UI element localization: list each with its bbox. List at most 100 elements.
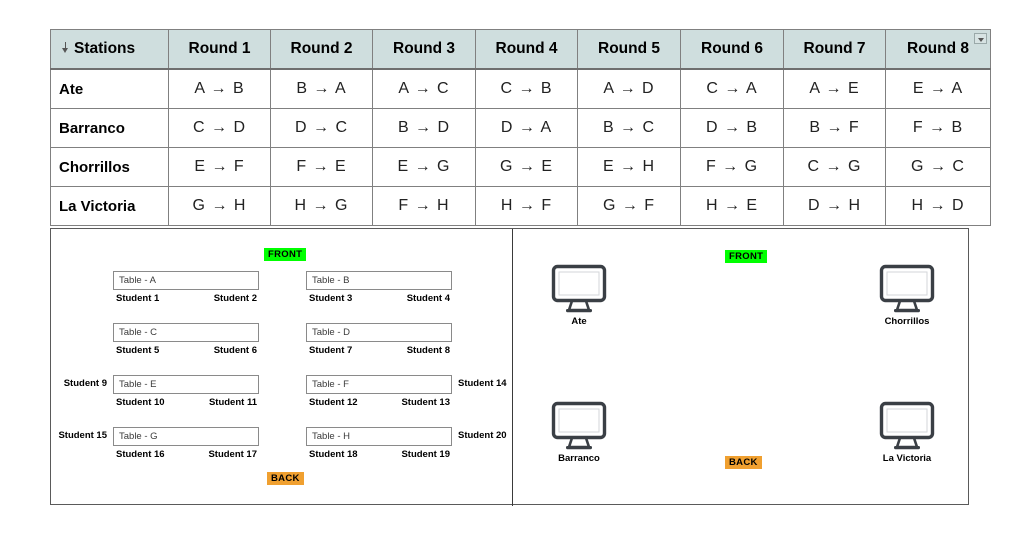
seat-label: Student 11 bbox=[208, 397, 257, 408]
move-cell: F → G bbox=[680, 147, 784, 187]
move-cell: C → D bbox=[168, 108, 271, 148]
table-unit-e: Student 9 Table - E Student 10 Student 1… bbox=[64, 375, 259, 408]
sort-down-arrow-icon[interactable] bbox=[61, 41, 70, 54]
table-label-a: Table - A bbox=[113, 271, 259, 290]
column-header-round-4[interactable]: Round 4 bbox=[475, 29, 578, 70]
table-unit-a: Table - A Student 1 Student 2 bbox=[113, 271, 259, 304]
table-label-e: Table - E bbox=[113, 375, 259, 394]
move-cell: C → A bbox=[680, 68, 784, 109]
table-unit-g: Student 15 Table - G Student 16 Student … bbox=[58, 427, 259, 460]
move-cell: B → A bbox=[270, 68, 373, 109]
rotation-table: Stations Round 1 Round 2 Round 3 Round 4… bbox=[50, 29, 991, 226]
move-cell: A → E bbox=[783, 68, 886, 109]
move-cell: A → C bbox=[372, 68, 476, 109]
move-cell: B → D bbox=[372, 108, 476, 148]
seat-label: Student 5 bbox=[116, 345, 160, 356]
move-cell: D → A bbox=[475, 108, 578, 148]
rotation-schedule-table: Stations Round 1 Round 2 Round 3 Round 4… bbox=[50, 29, 991, 226]
column-header-round-5[interactable]: Round 5 bbox=[577, 29, 681, 70]
classroom-layout: FRONT BACK Table - A Student 1 Student 2… bbox=[51, 229, 512, 506]
move-cell: F → B bbox=[885, 108, 991, 148]
seat-label: Student 8 bbox=[406, 345, 450, 356]
column-header-round-7-label: Round 7 bbox=[803, 40, 866, 57]
table-unit-c: Table - C Student 5 Student 6 bbox=[113, 323, 259, 356]
table-unit-h: Student 20 Table - H Student 18 Student … bbox=[306, 427, 507, 460]
station-name-cell: Chorrillos bbox=[50, 147, 169, 187]
seat-label: Student 18 bbox=[309, 449, 358, 460]
seat-row-b: Student 3 Student 4 bbox=[306, 293, 452, 304]
front-badge: FRONT bbox=[725, 250, 768, 263]
table-label-g: Table - G bbox=[113, 427, 259, 446]
station-name-label: La Victoria bbox=[882, 453, 932, 464]
move-cell: E → F bbox=[168, 147, 271, 187]
move-cell: H → F bbox=[475, 186, 578, 226]
move-cell: G → H bbox=[168, 186, 271, 226]
column-header-stations[interactable]: Stations bbox=[50, 29, 169, 70]
column-header-round-1[interactable]: Round 1 bbox=[168, 29, 271, 70]
move-cell: D → B bbox=[680, 108, 784, 148]
column-header-round-5-label: Round 5 bbox=[598, 40, 660, 57]
column-header-round-2[interactable]: Round 2 bbox=[270, 29, 373, 70]
seat-label: Student 10 bbox=[116, 397, 165, 408]
side-seat-label: Student 15 bbox=[58, 430, 107, 441]
station-name-cell: Barranco bbox=[50, 108, 169, 148]
stations-layout: FRONT BACK Ate bbox=[512, 229, 970, 506]
column-header-round-2-label: Round 2 bbox=[290, 40, 353, 57]
column-header-round-8[interactable]: Round 8 bbox=[885, 29, 991, 70]
station-name-label: Barranco bbox=[558, 453, 600, 464]
table-unit-d: Table - D Student 7 Student 8 bbox=[306, 323, 452, 356]
table-unit-f: Student 14 Table - F Student 12 Student … bbox=[306, 375, 507, 408]
side-seat-label: Student 9 bbox=[63, 378, 107, 389]
seat-row-f: Student 12 Student 13 bbox=[306, 397, 452, 408]
move-cell: H → E bbox=[680, 186, 784, 226]
filter-dropdown-icon[interactable] bbox=[974, 33, 987, 44]
side-seat-label: Student 20 bbox=[458, 430, 507, 441]
move-cell: H → D bbox=[885, 186, 991, 226]
station-name-cell: La Victoria bbox=[50, 186, 169, 226]
seat-row-d: Student 7 Student 8 bbox=[306, 345, 452, 356]
station-chorrillos[interactable]: Chorrillos bbox=[852, 264, 962, 327]
move-cell: H → G bbox=[270, 186, 373, 226]
seat-label: Student 16 bbox=[116, 449, 165, 460]
table-label-f: Table - F bbox=[306, 375, 452, 394]
station-name-label: Chorrillos bbox=[884, 316, 930, 327]
move-cell: A → B bbox=[168, 68, 271, 109]
column-header-round-1-label: Round 1 bbox=[188, 40, 251, 57]
seat-label: Student 13 bbox=[401, 397, 450, 408]
table-label-c: Table - C bbox=[113, 323, 259, 342]
column-header-round-7[interactable]: Round 7 bbox=[783, 29, 886, 70]
seat-label: Student 2 bbox=[213, 293, 257, 304]
seat-label: Student 3 bbox=[309, 293, 353, 304]
front-badge: FRONT bbox=[264, 248, 307, 261]
seat-row-c: Student 5 Student 6 bbox=[113, 345, 259, 356]
seat-label: Student 6 bbox=[213, 345, 257, 356]
seat-label: Student 4 bbox=[406, 293, 450, 304]
move-cell: C → B bbox=[475, 68, 578, 109]
monitor-icon bbox=[879, 264, 935, 314]
seat-row-h: Student 18 Student 19 bbox=[306, 449, 452, 460]
move-cell: A → D bbox=[577, 68, 681, 109]
column-header-round-6[interactable]: Round 6 bbox=[680, 29, 784, 70]
station-barranco[interactable]: Barranco bbox=[524, 401, 634, 464]
seat-label: Student 7 bbox=[309, 345, 353, 356]
column-header-round-3-label: Round 3 bbox=[393, 40, 455, 57]
move-cell: E → G bbox=[372, 147, 476, 187]
seat-row-a: Student 1 Student 2 bbox=[113, 293, 259, 304]
move-cell: F → E bbox=[270, 147, 373, 187]
move-cell: G → E bbox=[475, 147, 578, 187]
station-ate[interactable]: Ate bbox=[524, 264, 634, 327]
back-badge: BACK bbox=[725, 456, 762, 469]
move-cell: E → A bbox=[885, 68, 991, 109]
move-cell: G → F bbox=[577, 186, 681, 226]
seat-row-e: Student 10 Student 11 bbox=[113, 397, 259, 408]
table-header: Stations Round 1 Round 2 Round 3 Round 4… bbox=[50, 29, 991, 70]
column-header-round-3[interactable]: Round 3 bbox=[372, 29, 476, 70]
station-name-cell: Ate bbox=[50, 68, 169, 109]
table-row: La Victoria G → H H → G F → H H → F G → … bbox=[50, 186, 991, 226]
move-cell: B → F bbox=[783, 108, 886, 148]
station-la-victoria[interactable]: La Victoria bbox=[852, 401, 962, 464]
layout-diagram-panel: FRONT BACK Table - A Student 1 Student 2… bbox=[50, 228, 970, 506]
monitor-icon bbox=[551, 401, 607, 451]
column-header-stations-label: Stations bbox=[74, 40, 136, 57]
column-header-round-4-label: Round 4 bbox=[495, 40, 558, 57]
